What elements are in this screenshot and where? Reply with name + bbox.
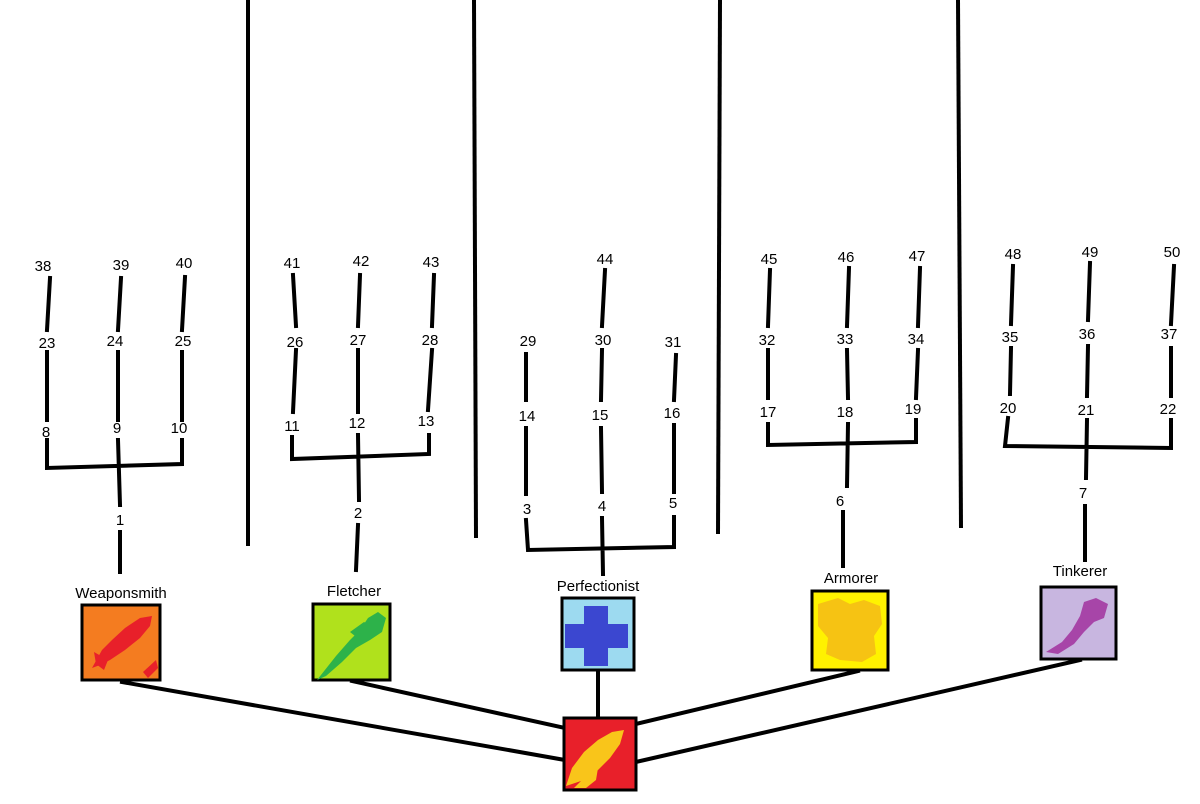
node-26[interactable]: 26 [287,334,304,351]
armorer-tree-lines [765,265,923,568]
column-dividers [246,0,963,546]
node-38[interactable]: 38 [35,258,52,275]
weaponsmith-tree-lines [44,274,188,574]
node-44[interactable]: 44 [597,251,614,268]
connector-fletcher-root [349,678,568,731]
node-17[interactable]: 17 [760,404,777,421]
node-11[interactable]: 11 [284,418,300,435]
branch-label-weaponsmith: Weaponsmith [75,585,166,602]
branch-tinkerer: 7 20 21 22 35 36 37 48 49 50 Tinkerer [1000,244,1181,661]
chestplate-icon [818,598,882,662]
node-7[interactable]: 7 [1079,485,1087,502]
node-42[interactable]: 42 [353,253,370,270]
wrench-icon [1046,598,1108,654]
node-15[interactable]: 15 [592,407,609,424]
branch-label-armorer: Armorer [824,570,878,587]
node-32[interactable]: 32 [759,332,776,349]
node-1[interactable]: 1 [116,512,124,529]
blade-icon [92,616,158,678]
node-10[interactable]: 10 [171,420,188,437]
node-37[interactable]: 37 [1161,326,1178,343]
node-19[interactable]: 19 [905,401,922,418]
node-13[interactable]: 13 [418,413,435,430]
branch-weaponsmith: 1 8 9 10 23 24 25 38 39 40 Weaponsmith [35,255,193,682]
branch-fletcher: 2 11 12 13 26 27 28 41 42 43 Fletcher [284,253,440,682]
fletcher-skill-box[interactable] [311,602,392,682]
node-45[interactable]: 45 [761,251,778,268]
node-5[interactable]: 5 [669,495,677,512]
node-33[interactable]: 33 [837,331,854,348]
node-18[interactable]: 18 [837,404,854,421]
fletcher-tree-lines [290,272,437,573]
node-22[interactable]: 22 [1160,401,1177,418]
node-34[interactable]: 34 [908,331,925,348]
node-41[interactable]: 41 [284,255,301,272]
flame-icon [566,730,624,788]
node-3[interactable]: 3 [523,501,531,518]
node-47[interactable]: 47 [909,248,926,265]
node-30[interactable]: 30 [595,332,612,349]
node-21[interactable]: 21 [1078,402,1095,419]
perfectionist-skill-box[interactable] [560,596,636,672]
branch-label-perfectionist: Perfectionist [557,578,640,595]
weaponsmith-skill-box[interactable] [80,603,162,682]
root-skill-box[interactable] [562,716,638,792]
node-31[interactable]: 31 [665,334,682,351]
node-6[interactable]: 6 [836,493,844,510]
node-49[interactable]: 49 [1082,244,1099,261]
node-29[interactable]: 29 [520,333,537,350]
node-2[interactable]: 2 [354,505,362,522]
feather-arrow-icon [317,612,386,680]
node-14[interactable]: 14 [519,408,536,425]
connector-armorer-root [633,668,861,727]
node-25[interactable]: 25 [175,333,192,350]
node-28[interactable]: 28 [422,332,439,349]
node-23[interactable]: 23 [39,335,56,352]
node-39[interactable]: 39 [113,257,130,274]
connector-tinkerer-root [633,657,1083,765]
node-46[interactable]: 46 [838,249,855,266]
tinkerer-skill-box[interactable] [1039,585,1118,661]
divider-line [956,0,963,529]
perfectionist-tree-lines [523,267,679,577]
connector-weaponsmith-root [119,679,568,763]
divider-line [472,0,478,539]
branch-perfectionist: 3 4 5 14 15 16 29 30 31 44 Perfectionist [519,251,682,672]
node-48[interactable]: 48 [1005,246,1022,263]
armorer-skill-box[interactable] [810,589,890,672]
branch-armorer: 6 17 18 19 32 33 34 45 46 47 Armorer [759,248,926,672]
root-connectors [119,657,1083,765]
node-16[interactable]: 16 [664,405,681,422]
node-35[interactable]: 35 [1002,329,1019,346]
tinkerer-tree-lines [1002,260,1177,562]
node-36[interactable]: 36 [1079,326,1096,343]
node-12[interactable]: 12 [349,415,366,432]
branch-label-tinkerer: Tinkerer [1053,563,1107,580]
node-43[interactable]: 43 [423,254,440,271]
node-24[interactable]: 24 [107,333,124,350]
node-50[interactable]: 50 [1164,244,1181,261]
divider-line [716,0,722,535]
node-9[interactable]: 9 [113,420,121,437]
node-20[interactable]: 20 [1000,400,1017,417]
node-4[interactable]: 4 [598,498,606,515]
node-40[interactable]: 40 [176,255,193,272]
branch-label-fletcher: Fletcher [327,583,381,600]
node-27[interactable]: 27 [350,332,367,349]
cross-icon [565,606,628,666]
node-8[interactable]: 8 [42,424,50,441]
